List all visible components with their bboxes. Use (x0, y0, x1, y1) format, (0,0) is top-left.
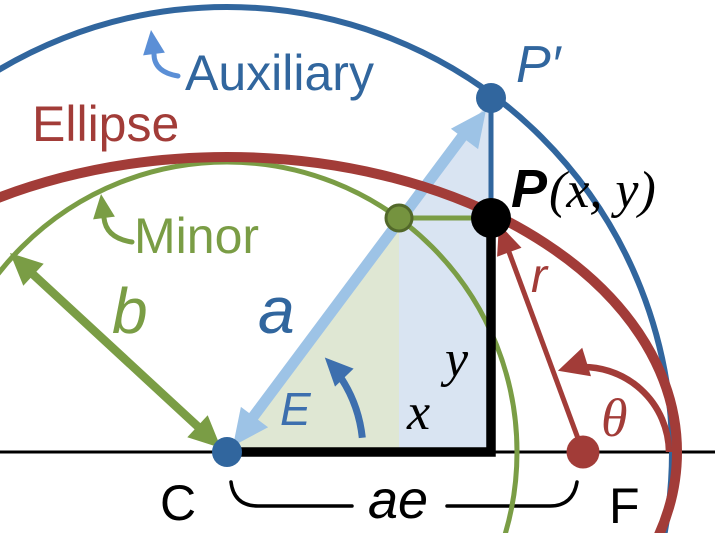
semi-minor-arrowhead-top (10, 253, 44, 286)
point-p-label: P(x, y) (511, 159, 656, 219)
ellipse-arc (0, 152, 682, 533)
center-point (212, 437, 242, 467)
semi-minor-arrow-shaft (28, 269, 204, 432)
eccentric-anomaly-label: E (280, 383, 312, 435)
semi-major-arrowhead-bottom (233, 406, 269, 446)
minor-pointer-stem (101, 215, 135, 245)
true-anomaly-arc (557, 347, 673, 453)
xy-right-angle-segments (227, 218, 496, 457)
x-label: x (406, 384, 430, 441)
semi-major-arrowhead-top (450, 110, 486, 150)
ae-distance-label: ae (368, 470, 428, 530)
center-label: C (160, 475, 196, 531)
point-p-prime-label: P′ (516, 36, 563, 94)
point-p-label-coords: (x, y) (549, 162, 656, 219)
minor-label: Minor (134, 208, 259, 264)
true-anomaly-arrowhead (557, 347, 591, 377)
eccentric-anomaly-arc (324, 357, 366, 439)
focal-radius-shaft (506, 251, 586, 453)
true-anomaly-arc-path (575, 363, 673, 453)
auxiliary-label: Auxiliary (185, 45, 374, 101)
semi-major-arrow (233, 110, 486, 446)
ellipse-label: Ellipse (32, 96, 179, 152)
minor-circle-arc (0, 159, 520, 533)
minor-point (384, 203, 414, 233)
true-anomaly-label: θ (601, 388, 628, 448)
semi-major-arrow-shaft (247, 122, 475, 422)
minor-pointer-arrowhead (93, 194, 115, 220)
auxiliary-point (476, 83, 506, 113)
focus-point (566, 435, 600, 469)
semi-major-label: a (258, 273, 295, 347)
semi-minor-arrow (10, 253, 221, 448)
auxiliary-pointer-stem (151, 51, 181, 79)
focus-label: F (609, 478, 640, 533)
semi-minor-label: b (112, 275, 148, 347)
eccentric-anomaly-arrowhead (324, 357, 354, 387)
ae-bracket (229, 480, 579, 508)
point-p-label-name: P (511, 159, 548, 219)
minor-pointer-arrow (93, 194, 135, 245)
semi-minor-arrowhead-bottom (187, 415, 221, 448)
focal-radius-label: r (531, 250, 549, 303)
auxiliary-pointer-arrow (143, 30, 181, 79)
y-label: y (440, 331, 469, 388)
ellipse-point (471, 198, 511, 238)
auxiliary-pointer-arrowhead (143, 30, 165, 56)
